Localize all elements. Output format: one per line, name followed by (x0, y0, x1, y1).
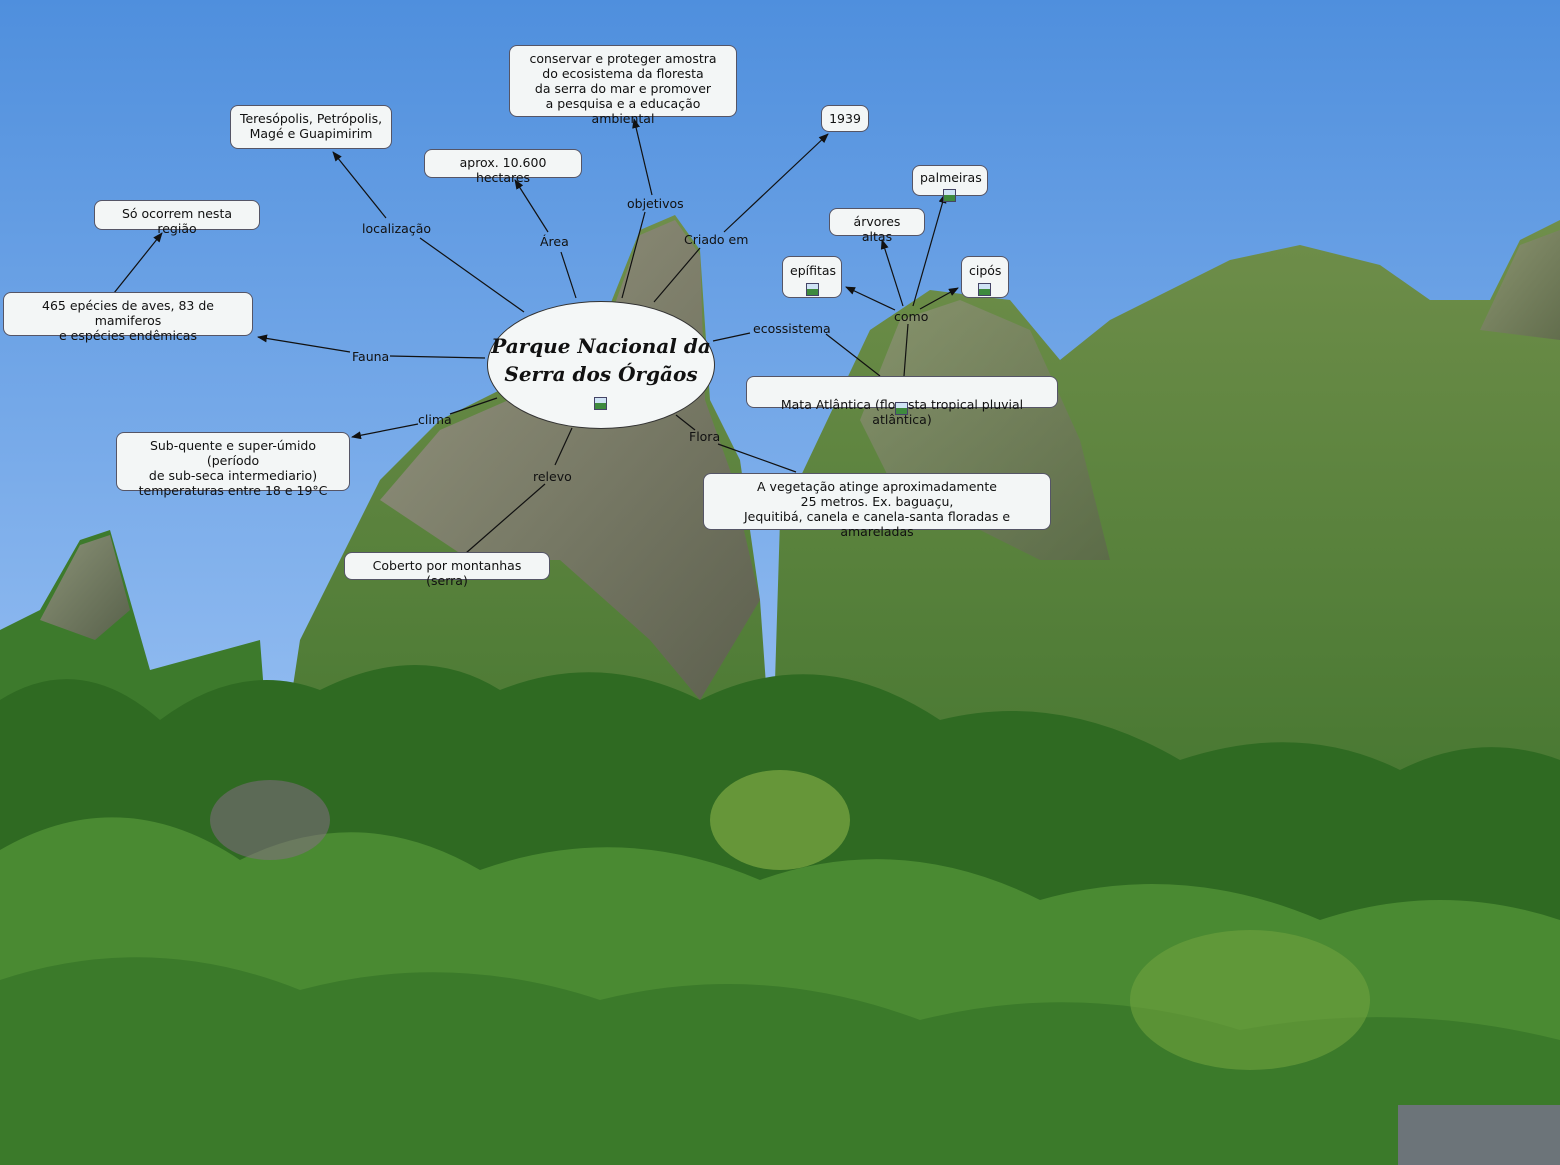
image-icon[interactable] (594, 397, 607, 410)
link-eco-b (825, 333, 881, 377)
label-ecossistema: ecossistema (753, 321, 831, 336)
link-objetivos-a (621, 211, 646, 299)
link-area-b (514, 179, 549, 233)
node-arvores-altas[interactable]: árvores altas (829, 208, 925, 244)
central-topic-title: Parque Nacional da Serra dos Órgãos (491, 334, 711, 386)
link-objetivos-b (632, 118, 653, 196)
label-fauna: Fauna (352, 349, 390, 364)
link-flora-b (717, 443, 797, 473)
link-localizacao-a (419, 237, 525, 313)
link-clima-b (351, 423, 419, 440)
link-como-cipos (919, 287, 959, 310)
label-clima: clima (418, 412, 452, 427)
node-fauna-especies[interactable]: 465 epécies de aves, 83 de mamiferos e e… (3, 292, 253, 343)
image-icon[interactable] (943, 189, 956, 202)
node-epifitas[interactable]: epífitas (782, 256, 842, 298)
link-criado-b (723, 133, 829, 233)
link-relevo-b (465, 483, 546, 554)
node-clima-descricao[interactable]: Sub-quente e super-úmido (período de sub… (116, 432, 350, 498)
node-localizacao-cidades[interactable]: Teresópolis, Petrópolis, Magé e Guapimir… (230, 105, 392, 149)
node-criado-ano[interactable]: 1939 (821, 105, 869, 132)
link-como-epifitas (845, 286, 896, 311)
link-localizacao-b (332, 151, 387, 219)
link-como-a (903, 323, 909, 377)
link-eco-a (712, 332, 751, 342)
image-icon[interactable] (978, 283, 991, 296)
link-flora-a (675, 414, 696, 431)
node-objetivos-conservar[interactable]: conservar e proteger amostra do ecosiste… (509, 45, 737, 126)
link-clima-a (449, 397, 498, 415)
image-icon[interactable] (895, 402, 908, 415)
link-fauna-a (389, 355, 486, 359)
label-flora: Flora (689, 429, 721, 444)
link-fauna-so (113, 232, 163, 294)
link-relevo-a (554, 427, 573, 466)
link-area-a (560, 251, 577, 299)
label-relevo: relevo (533, 469, 572, 484)
node-relevo-montanhas[interactable]: Coberto por montanhas (serra) (344, 552, 550, 588)
central-topic-node[interactable]: Parque Nacional da Serra dos Órgãos (487, 301, 715, 429)
link-fauna-b (257, 334, 351, 353)
label-localizacao: localização (362, 221, 432, 236)
label-area: Área (540, 234, 569, 249)
label-como: como (894, 309, 929, 324)
node-palmeiras[interactable]: palmeiras (912, 165, 988, 196)
node-so-ocorrem[interactable]: Só ocorrem nesta região (94, 200, 260, 236)
image-icon[interactable] (806, 283, 819, 296)
label-objetivos: objetivos (627, 196, 684, 211)
link-como-arvores (880, 239, 904, 307)
label-criado-em: Criado em (684, 232, 749, 247)
node-mata-atlantica-text: Mata Atlântica (floresta tropical pluvia… (780, 397, 1024, 427)
link-como-palmeiras (912, 193, 947, 307)
link-criado-a (653, 247, 701, 303)
node-flora-vegetacao[interactable]: A vegetação atinge aproximadamente 25 me… (703, 473, 1051, 539)
node-area-hectares[interactable]: aprox. 10.600 hectares (424, 149, 582, 185)
